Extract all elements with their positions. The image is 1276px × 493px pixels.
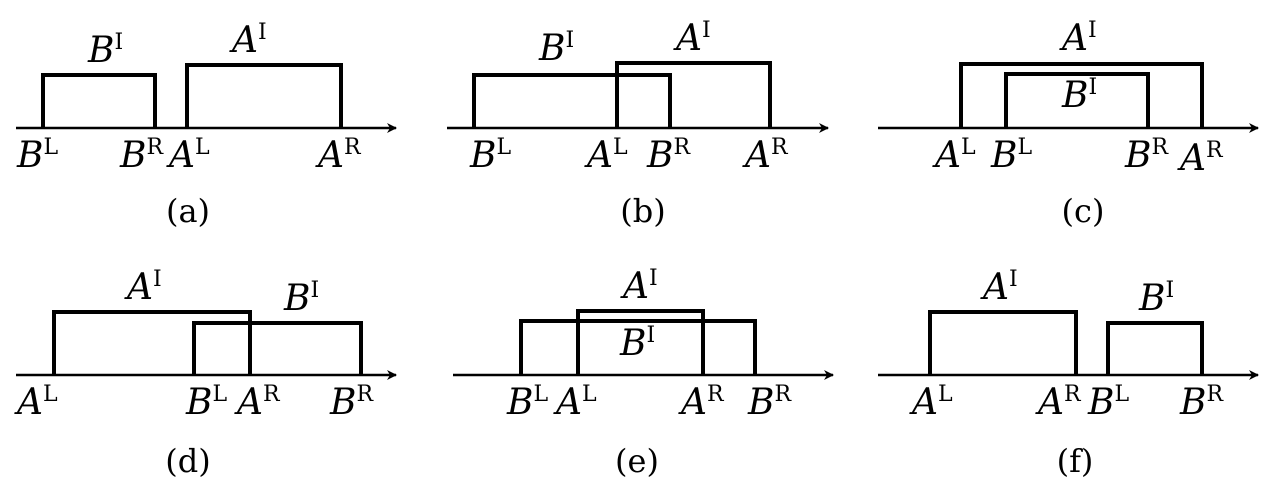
interval-label-a: AI — [229, 20, 267, 61]
interval-bar-a — [576, 309, 705, 375]
endpoint-label: BR — [1124, 135, 1169, 176]
panel-caption: (b) — [620, 192, 665, 230]
endpoint-label: AL — [14, 382, 58, 423]
endpoint-label: BR — [119, 135, 164, 176]
panel-caption: (d) — [165, 442, 210, 480]
interval-bar-a — [928, 310, 1078, 375]
interval-label-b: BI — [283, 278, 319, 319]
endpoint-label: BR — [1179, 382, 1224, 423]
endpoint-label: BL — [16, 135, 58, 176]
endpoint-label: AR — [1177, 138, 1224, 179]
interval-label-a: AI — [1059, 18, 1097, 59]
endpoint-label: BL — [990, 135, 1032, 176]
endpoint-label: AR — [315, 135, 362, 176]
panel-a: BI AI BL BR AL AR (a) — [16, 20, 397, 230]
interval-label-a: AI — [124, 267, 162, 308]
interval-bar-a — [185, 63, 343, 128]
endpoint-label: BL — [1087, 382, 1129, 423]
interval-bar-b — [41, 73, 157, 128]
interval-label-a: AI — [673, 18, 711, 59]
endpoint-label: AR — [678, 382, 725, 423]
interval-bar-b — [1004, 72, 1150, 128]
panel-b: BI AI BL AL BR AR (b) — [447, 18, 829, 230]
panel-e: AI BI BL AL AR BR (e) — [453, 266, 834, 480]
endpoint-label: BR — [329, 382, 374, 423]
interval-bar-b — [1106, 321, 1204, 375]
endpoint-label: BR — [646, 135, 691, 176]
interval-label-b: BI — [87, 30, 123, 71]
panel-caption: (f) — [1057, 442, 1094, 480]
endpoint-label: AL — [909, 382, 953, 423]
panel-caption: (c) — [1062, 192, 1105, 230]
interval-label-a: AI — [620, 266, 658, 307]
panel-d: AI BI AL BL AR BR (d) — [14, 267, 397, 480]
interval-bar-b — [519, 319, 757, 375]
endpoint-label: AR — [1035, 382, 1082, 423]
panel-caption: (e) — [615, 442, 659, 480]
endpoint-label: AL — [166, 135, 210, 176]
endpoint-label: AR — [234, 382, 281, 423]
interval-label-a: AI — [980, 267, 1018, 308]
endpoint-label: AL — [553, 382, 597, 423]
endpoint-label: BL — [506, 382, 548, 423]
panel-c: AI BI AL BL BR AR (c) — [878, 18, 1259, 230]
interval-bar-b — [192, 321, 363, 375]
interval-bar-b — [472, 73, 672, 128]
endpoint-label: AL — [584, 135, 628, 176]
interval-label-b: BI — [538, 28, 574, 69]
panel-caption: (a) — [166, 192, 210, 230]
endpoint-label: AL — [932, 135, 976, 176]
interval-label-b: BI — [619, 323, 655, 364]
interval-bar-a — [52, 310, 252, 375]
interval-label-b: BI — [1061, 75, 1097, 116]
endpoint-label: BR — [747, 382, 792, 423]
endpoint-label: BL — [469, 135, 511, 176]
interval-label-b: BI — [1138, 278, 1174, 319]
interval-bar-a — [959, 62, 1204, 128]
endpoint-label: AR — [742, 135, 789, 176]
endpoint-label: BL — [185, 382, 227, 423]
interval-bar-a — [615, 61, 772, 128]
panel-f: AI BI AL AR BL BR (f) — [878, 267, 1259, 480]
